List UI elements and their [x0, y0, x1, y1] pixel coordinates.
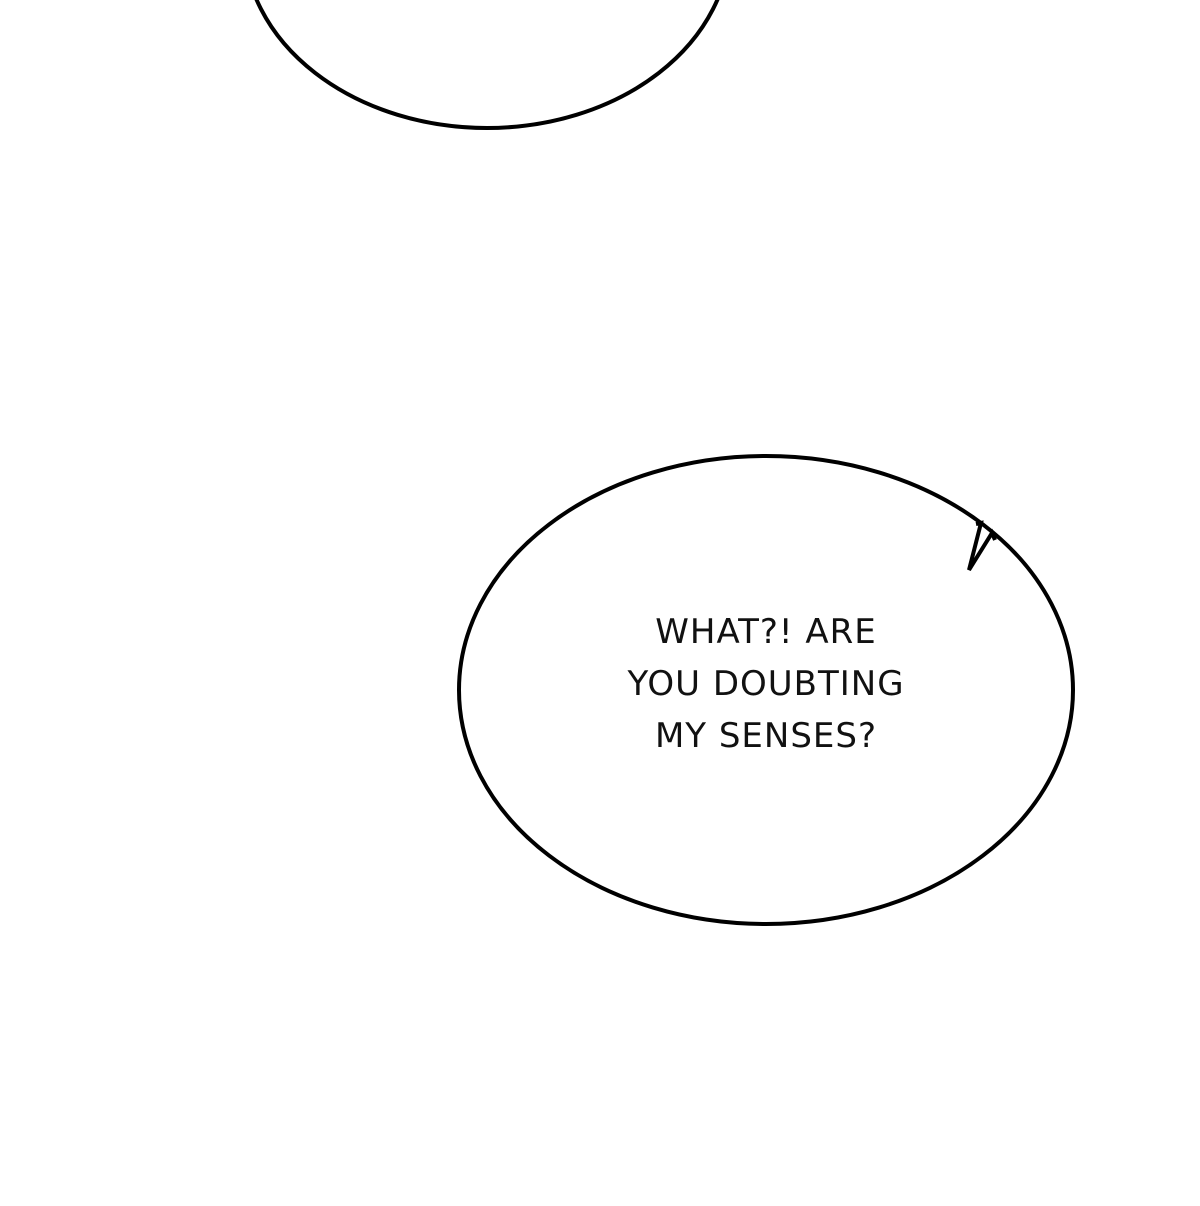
main-speech-bubble — [457, 454, 1075, 926]
dialogue-line: YOU DOUBTING — [627, 664, 905, 704]
speech-bubble-text: WHAT?! ARE YOU DOUBTING MY SENSES? — [556, 606, 976, 762]
dialogue-line: WHAT?! ARE — [655, 612, 877, 652]
dialogue-line: MY SENSES? — [654, 716, 878, 756]
top-speech-bubble — [254, 0, 720, 130]
speech-bubble-tail — [967, 520, 997, 572]
